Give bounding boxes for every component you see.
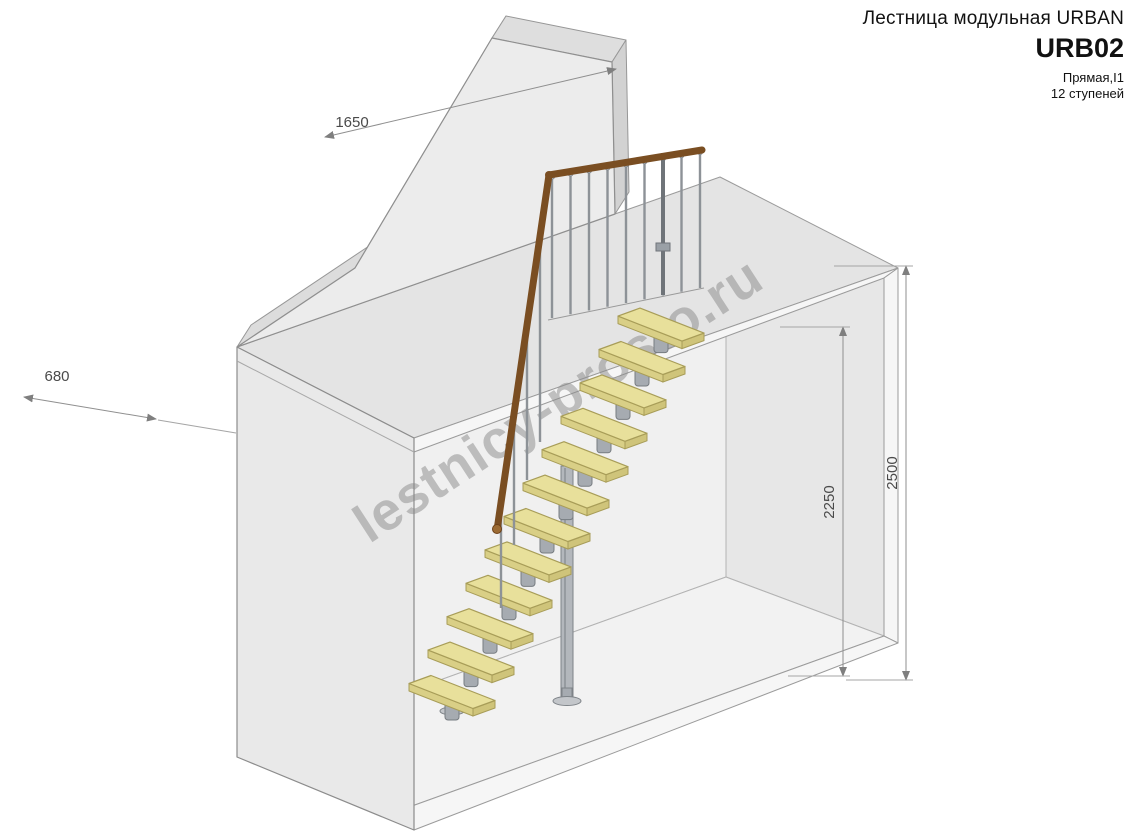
wall-width-dimension-label: 1650 xyxy=(335,114,368,131)
stair-step xyxy=(579,374,667,420)
total-height-dimension-label: 2500 xyxy=(884,456,901,489)
steps-count-label: 12 ступеней xyxy=(1050,86,1124,102)
clear-height-dimension-label: 2250 xyxy=(821,485,838,518)
stair-step xyxy=(560,407,648,454)
dimension-clear-height: 2250 xyxy=(780,326,850,677)
dimension-total-height: 2500 xyxy=(834,265,913,681)
product-title: Лестница модульная URBAN xyxy=(862,8,1124,29)
dimension-annotations: 1650 680 2500 2250 xyxy=(23,67,913,681)
title-block: Лестница модульная URBAN URB02 Прямая,I1… xyxy=(863,8,1124,103)
outer-left-wall xyxy=(236,346,415,831)
post-bracket xyxy=(655,242,671,252)
dimension-landing-depth: 680 xyxy=(23,368,237,434)
right-wall-cut-edge xyxy=(883,267,899,644)
column-base-plate xyxy=(552,696,582,706)
left-wall-top-edge-line xyxy=(236,360,415,453)
stair-step xyxy=(465,574,553,621)
stairwell-opening-edge xyxy=(547,287,705,321)
dimension-wall-width: 1650 xyxy=(324,67,617,139)
stair-step xyxy=(617,307,705,354)
stair-step xyxy=(427,641,515,688)
stair-step xyxy=(446,608,534,654)
stair-step xyxy=(541,441,629,487)
stair-steps xyxy=(408,307,705,721)
stair-step xyxy=(503,507,591,554)
landing-depth-dimension-label: 680 xyxy=(44,368,69,385)
stair-step xyxy=(598,340,686,387)
handrail-end-cap xyxy=(492,524,502,534)
landing-handrail xyxy=(545,146,706,179)
handrail-elbow xyxy=(545,171,553,179)
stair-handrail xyxy=(493,171,553,534)
railing xyxy=(492,146,706,608)
staircase xyxy=(408,307,705,721)
stair-type-label: Прямая,I1 xyxy=(1062,70,1124,85)
model-code: URB02 xyxy=(1035,33,1124,63)
stair-step xyxy=(522,474,610,521)
stair-step xyxy=(408,674,496,721)
